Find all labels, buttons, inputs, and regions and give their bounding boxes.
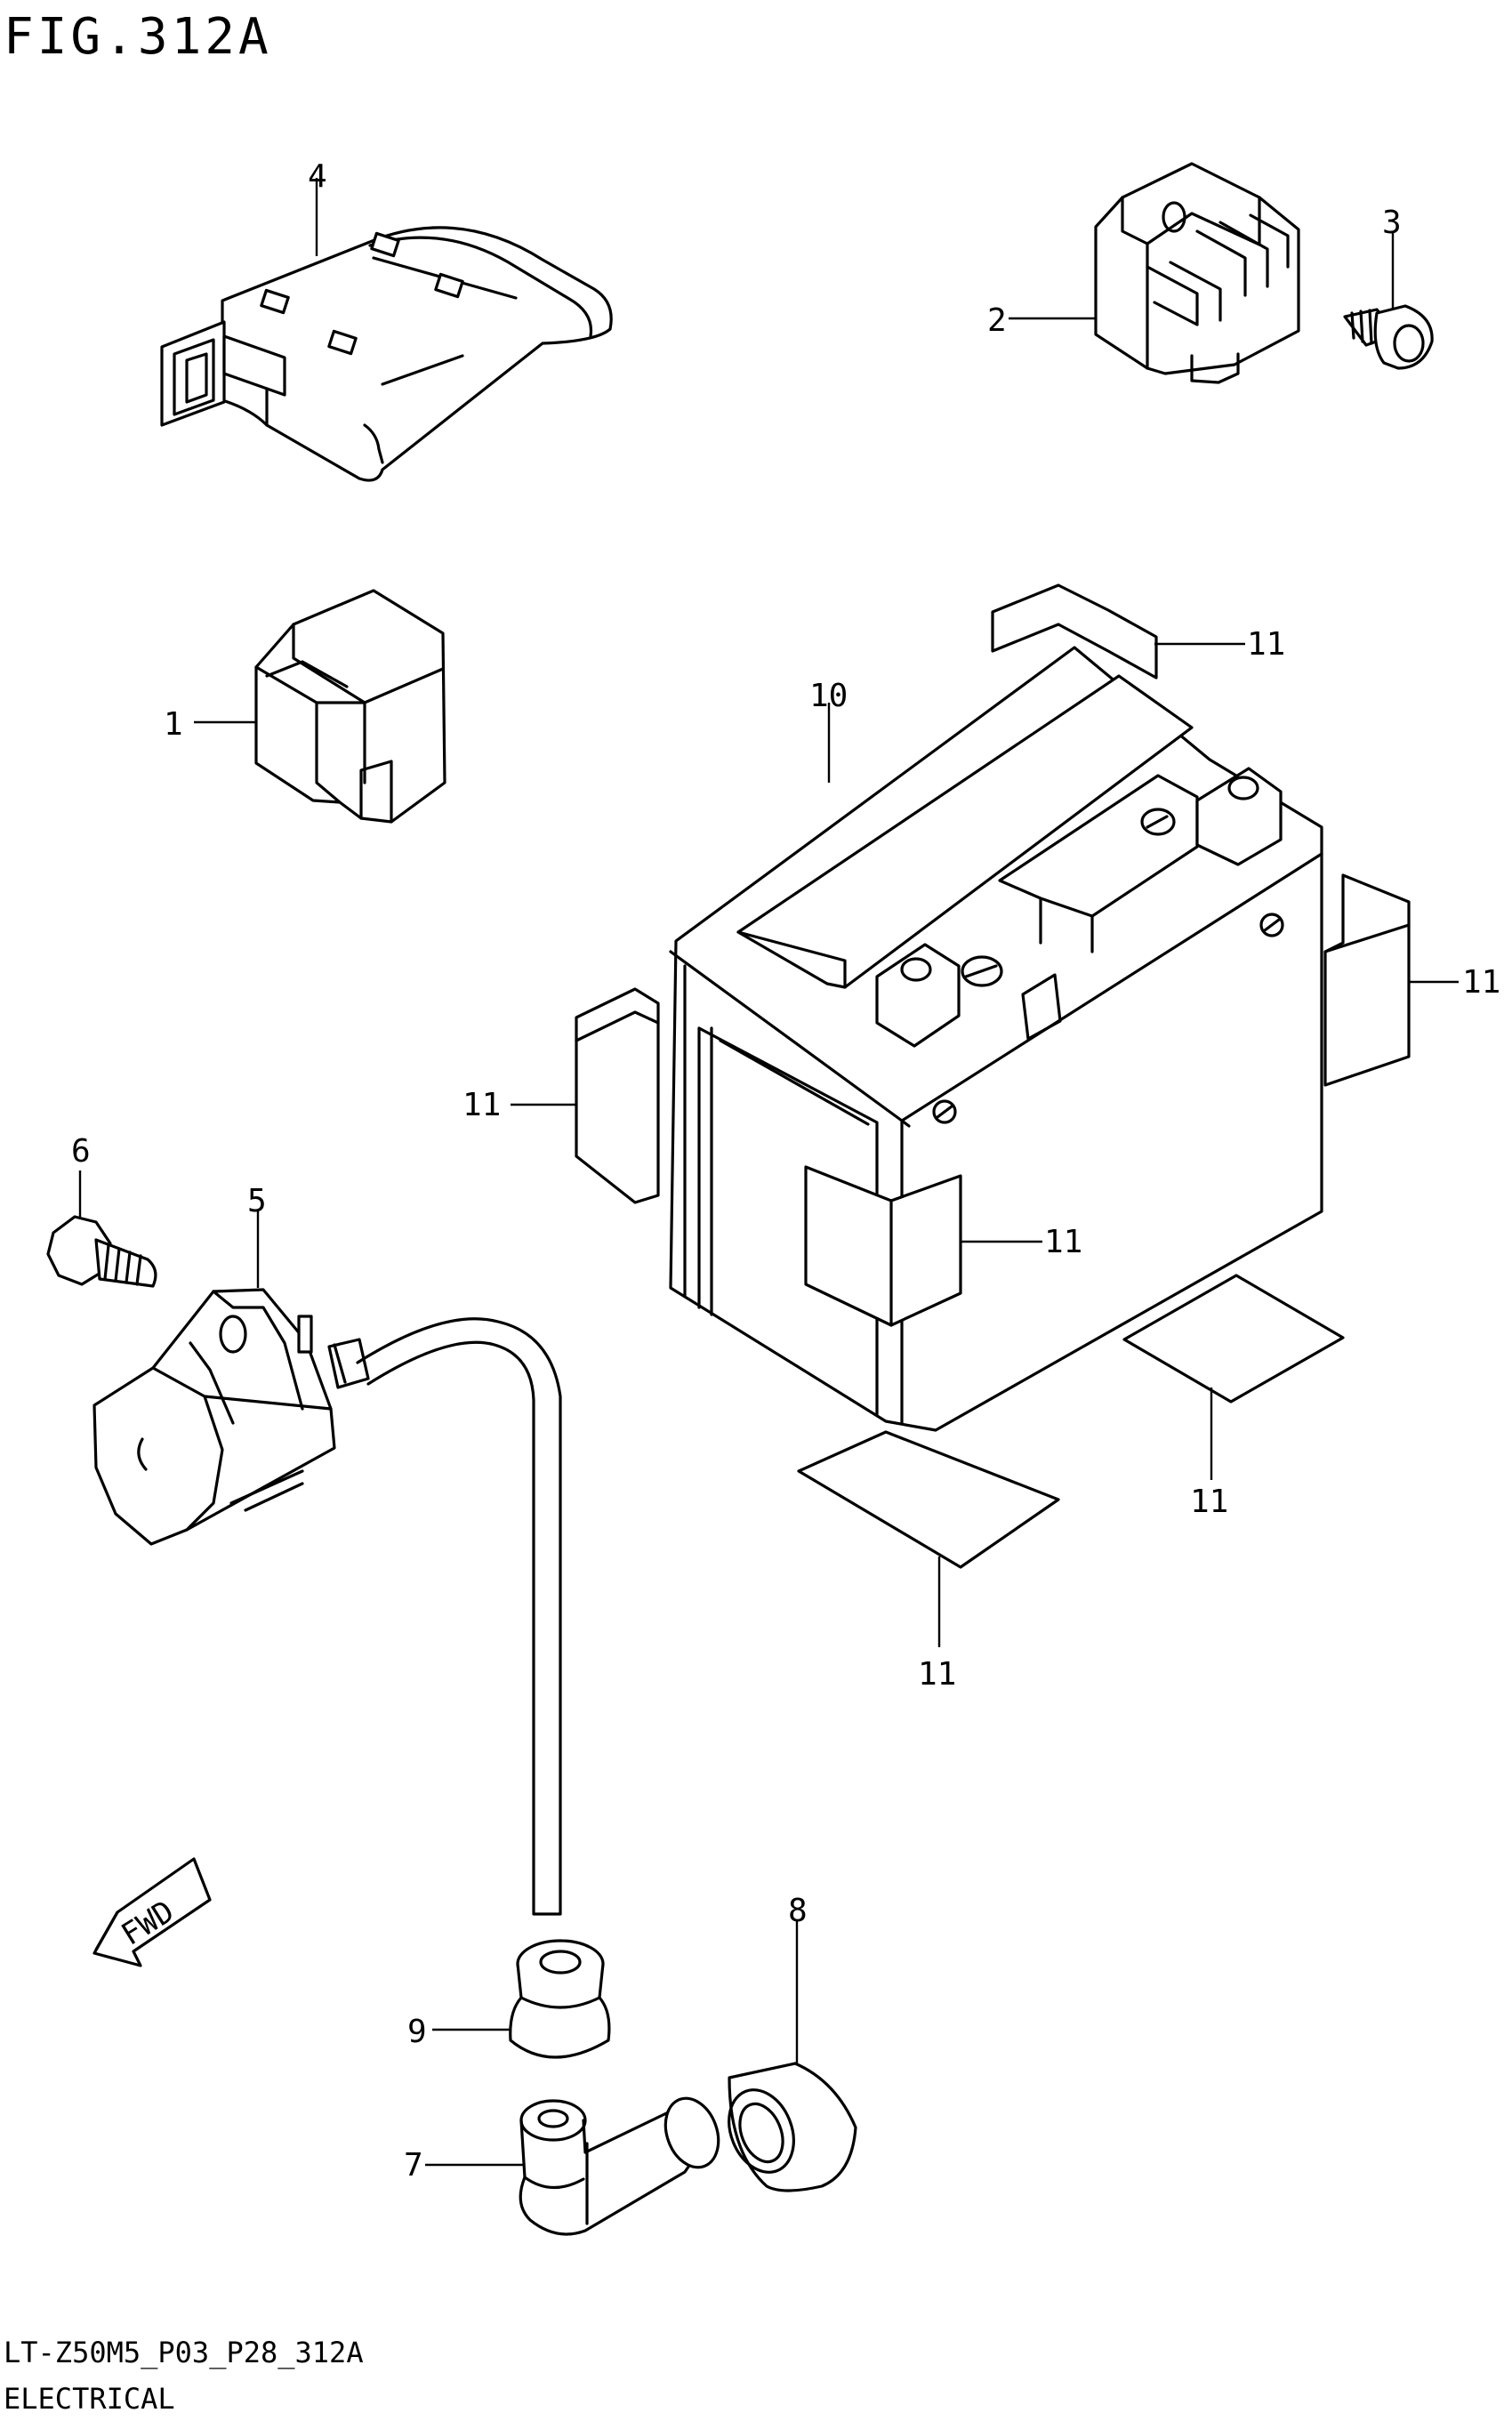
terminal-cap[interactable] xyxy=(717,2062,857,2192)
section-name: ELECTRICAL xyxy=(4,2382,175,2416)
forward-direction-arrow: FWD xyxy=(92,1857,212,1967)
regulator-bolt[interactable] xyxy=(1343,304,1434,370)
callout-3: 3 xyxy=(1382,205,1402,241)
battery-pad-bottom-left[interactable] xyxy=(797,1430,1060,1569)
wire-grommet[interactable] xyxy=(509,1939,611,2059)
horn-bolt[interactable] xyxy=(46,1215,157,1288)
callout-10: 10 xyxy=(809,678,848,714)
terminal-boot[interactable] xyxy=(519,2091,728,2236)
battery-pad-top[interactable] xyxy=(991,583,1158,680)
drawing-code: LT-Z50M5_P03_P28_312A xyxy=(4,2336,364,2369)
battery-pad-right[interactable] xyxy=(1323,873,1411,1087)
callout-6: 6 xyxy=(71,1133,91,1170)
callout-11-e: 11 xyxy=(1190,1484,1228,1520)
callout-2: 2 xyxy=(987,302,1007,339)
cdi-unit[interactable] xyxy=(160,226,613,482)
callout-11-c: 11 xyxy=(462,1087,501,1123)
battery-pad-left[interactable] xyxy=(575,987,660,1204)
horn-wire xyxy=(356,1317,562,1916)
callout-9: 9 xyxy=(407,2014,427,2050)
callout-4: 4 xyxy=(308,158,327,195)
starter-relay[interactable] xyxy=(254,589,446,824)
horn-assembly[interactable] xyxy=(92,1288,370,1546)
regulator-rectifier[interactable] xyxy=(1094,162,1300,384)
callout-11-a: 11 xyxy=(1247,626,1285,663)
callout-8: 8 xyxy=(788,1893,808,1929)
callout-11-f: 11 xyxy=(918,1656,956,1693)
callout-11-b: 11 xyxy=(1462,964,1500,1001)
figure-title: FIG.312A xyxy=(4,8,272,66)
battery-pad-bottom-right[interactable] xyxy=(1122,1274,1345,1404)
battery-pad-front[interactable] xyxy=(804,1165,962,1327)
callout-11-d: 11 xyxy=(1044,1224,1082,1260)
callout-1: 1 xyxy=(164,706,183,743)
callout-7: 7 xyxy=(404,2147,423,2184)
callout-5: 5 xyxy=(247,1183,267,1219)
